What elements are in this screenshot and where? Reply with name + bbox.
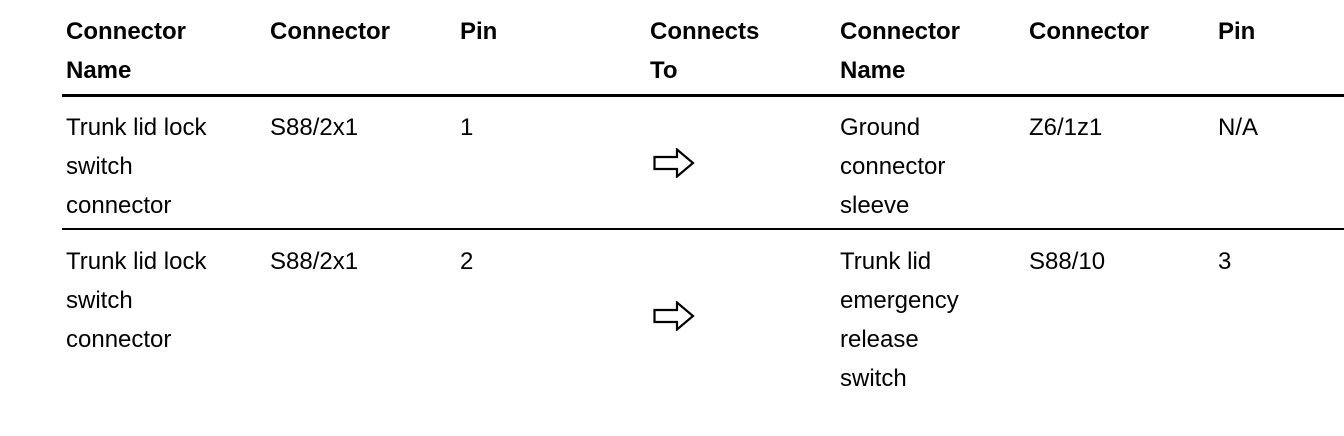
header-line: Name (66, 57, 132, 84)
cell-line: connector (66, 326, 172, 353)
header-line: Connects (650, 18, 760, 45)
header-pin-to: Pin (1218, 12, 1255, 51)
header-line: Name (840, 57, 906, 84)
row1-to-connector: Z6/1z1 (1029, 114, 1103, 141)
row1-to-pin: N/A (1218, 114, 1259, 141)
header-line: To (650, 57, 678, 84)
cell-line: Ground (840, 114, 921, 141)
header-line: Connector (1029, 18, 1149, 45)
right-arrow-icon (653, 301, 695, 331)
row2-to-connector: S88/10 (1029, 248, 1106, 275)
row1-from-name: Trunk lid lock switch connector (66, 108, 206, 225)
header-line: Connector (66, 18, 186, 45)
cell-line: emergency (840, 287, 959, 314)
cell-line: Trunk lid (840, 248, 932, 275)
header-connects-to: Connects To (650, 12, 759, 90)
header-line: Pin (1218, 18, 1256, 45)
row-divider (62, 228, 1344, 230)
cell-line: Trunk lid lock (66, 114, 207, 141)
row1-from-connector: S88/2x1 (270, 114, 359, 141)
header-line: Connector (840, 18, 960, 45)
cell-line: release (840, 326, 919, 353)
cell-line: connector (840, 153, 946, 180)
cell-line: switch (66, 287, 133, 314)
header-connector-to: Connector (1029, 12, 1149, 51)
header-connector-name-to: Connector Name (840, 12, 960, 90)
cell-line: switch (840, 365, 907, 392)
cell-line: switch (66, 153, 133, 180)
row2-from-connector: S88/2x1 (270, 248, 359, 275)
header-pin-from: Pin (460, 12, 497, 51)
cell-line: Trunk lid lock (66, 248, 207, 275)
row1-from-pin: 1 (460, 114, 474, 141)
row2-to-name: Trunk lid emergency release switch (840, 242, 959, 398)
header-divider (62, 94, 1344, 97)
header-line: Pin (460, 18, 498, 45)
right-arrow-icon (653, 148, 695, 178)
row2-from-pin: 2 (460, 248, 474, 275)
row2-to-pin: 3 (1218, 248, 1232, 275)
cell-line: connector (66, 192, 172, 219)
cell-line: sleeve (840, 192, 910, 219)
header-line: Connector (270, 18, 390, 45)
row2-from-name: Trunk lid lock switch connector (66, 242, 206, 359)
header-connector-name-from: Connector Name (66, 12, 186, 90)
row1-to-name: Ground connector sleeve (840, 108, 945, 225)
header-connector-from: Connector (270, 12, 390, 51)
